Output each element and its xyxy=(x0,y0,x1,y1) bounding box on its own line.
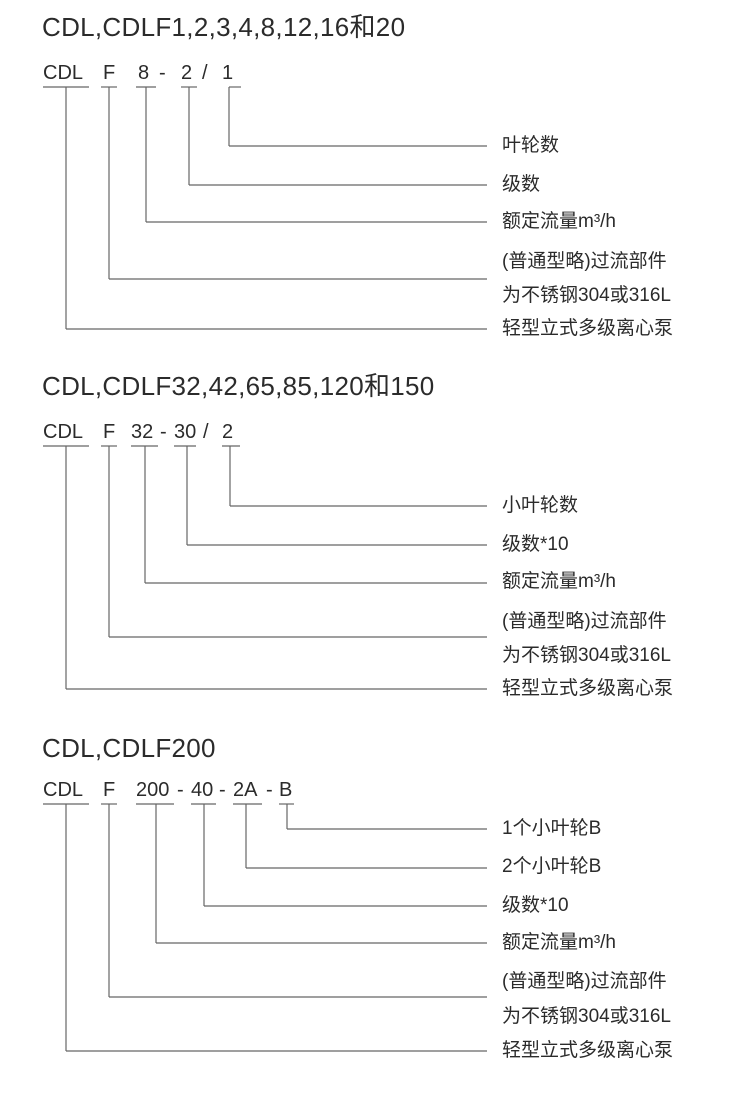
code-1-sep-2: / xyxy=(202,62,208,84)
label-1-stages: 级数 xyxy=(502,174,541,195)
label-2-material-line-1: (普通型略)过流部件 xyxy=(502,611,667,632)
code-3-impeller-b: B xyxy=(279,779,293,801)
code-2-impellers: 2 xyxy=(222,421,234,443)
code-1-stages: 2 xyxy=(181,62,193,84)
code-2-series: CDL xyxy=(43,421,84,443)
code-2-stages: 30 xyxy=(174,421,197,443)
label-3-stages: 级数*10 xyxy=(502,895,569,916)
code-1-impellers: 1 xyxy=(222,62,234,84)
code-2-material: F xyxy=(103,421,116,443)
code-2-sep-2: / xyxy=(203,421,209,443)
code-3-sep-2: - xyxy=(219,779,226,801)
code-3-material: F xyxy=(103,779,116,801)
code-3-flow: 200 xyxy=(136,779,170,801)
code-3-sep-3: - xyxy=(266,779,273,801)
label-3-impeller-2b: 2个小叶轮B xyxy=(502,856,602,877)
code-3-impeller-a: 2A xyxy=(233,779,258,801)
section-1-title: CDL,CDLF1,2,3,4,8,12,16和20 xyxy=(42,12,406,42)
code-1-material: F xyxy=(103,62,116,84)
code-1-sep-1: - xyxy=(159,62,166,84)
label-2-impellers: 小叶轮数 xyxy=(502,495,579,516)
label-3-series: 轻型立式多级离心泵 xyxy=(502,1040,674,1061)
label-1-material-line-1: (普通型略)过流部件 xyxy=(502,251,667,272)
label-2-material-line-2: 为不锈钢304或316L xyxy=(502,645,671,666)
label-3-material-line-2: 为不锈钢304或316L xyxy=(502,1006,671,1027)
label-1-material-line-2: 为不锈钢304或316L xyxy=(502,285,671,306)
label-1-impellers: 叶轮数 xyxy=(502,135,560,156)
label-2-series: 轻型立式多级离心泵 xyxy=(502,678,674,699)
code-3-sep-1: - xyxy=(177,779,184,801)
code-3-series: CDL xyxy=(43,779,84,801)
code-1-flow: 8 xyxy=(138,62,150,84)
label-1-flow: 额定流量m³/h xyxy=(502,211,617,232)
code-3-stages: 40 xyxy=(191,779,214,801)
label-3-material-line-1: (普通型略)过流部件 xyxy=(502,971,667,992)
code-2-flow: 32 xyxy=(131,421,154,443)
label-2-stages: 级数*10 xyxy=(502,534,569,555)
label-2-flow: 额定流量m³/h xyxy=(502,571,617,592)
label-1-series: 轻型立式多级离心泵 xyxy=(502,318,674,339)
code-2-sep-1: - xyxy=(160,421,167,443)
section-3-title: CDL,CDLF200 xyxy=(42,733,216,763)
label-3-flow: 额定流量m³/h xyxy=(502,932,617,953)
code-1-series: CDL xyxy=(43,62,84,84)
label-3-impeller-1b: 1个小叶轮B xyxy=(502,818,602,839)
section-2-title: CDL,CDLF32,42,65,85,120和150 xyxy=(42,371,435,401)
